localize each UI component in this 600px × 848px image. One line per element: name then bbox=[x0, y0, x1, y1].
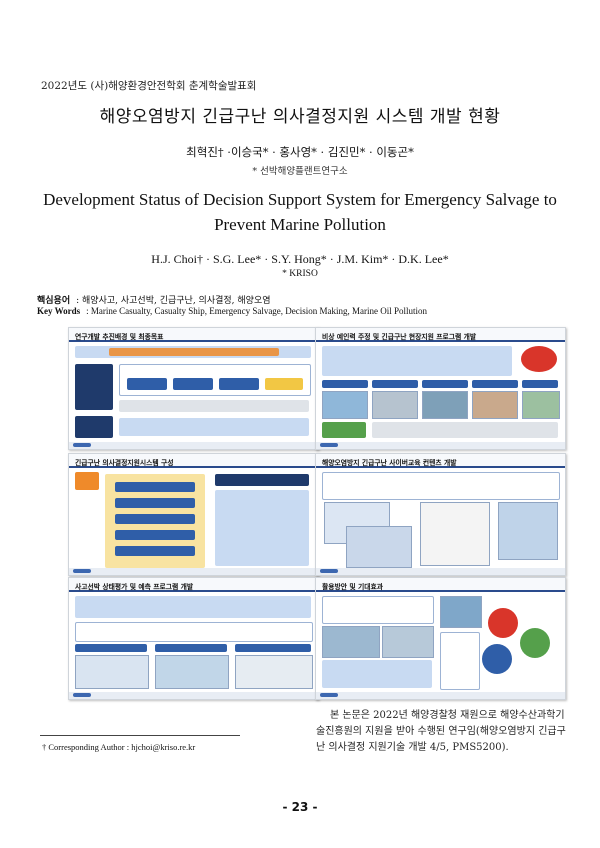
kriso-logo bbox=[73, 443, 91, 447]
acknowledgement: 본 논문은 2022년 해양경찰청 재원으로 해양수산과학기술진흥원의 지원을 … bbox=[316, 710, 566, 753]
slide-title: 활용방안 및 기대효과 bbox=[316, 578, 565, 592]
slide-footer bbox=[316, 692, 565, 699]
keywords-english-label: Key Words bbox=[37, 306, 81, 316]
slide-title: 사고선박 상태평가 및 예측 프로그램 개발 bbox=[69, 578, 318, 592]
kriso-logo bbox=[73, 569, 91, 573]
alert-icon bbox=[75, 472, 99, 490]
workflow-step-3 bbox=[115, 514, 195, 524]
slide-footer bbox=[69, 442, 318, 449]
module-3 bbox=[219, 378, 259, 390]
support-bar bbox=[119, 400, 309, 412]
title-korean: 해양오염방지 긴급구난 의사결정지원 시스템 개발 현황 bbox=[99, 107, 501, 127]
slide-title: 해양오염방지 긴급구난 사이버교육 컨텐츠 개발 bbox=[316, 454, 565, 468]
affiliation-korean: * 선박해양플랜트연구소 bbox=[252, 166, 348, 177]
tab-3 bbox=[422, 380, 468, 388]
slide-footer bbox=[316, 442, 565, 449]
slide-cyber-education: 해양오염방지 긴급구난 사이버교육 컨텐츠 개발 bbox=[315, 453, 566, 576]
slide-footer bbox=[316, 568, 565, 575]
effect-circle-1 bbox=[488, 608, 518, 638]
content-summary bbox=[322, 472, 560, 500]
db-panel bbox=[215, 490, 309, 566]
output-row bbox=[372, 422, 558, 438]
image-5 bbox=[522, 391, 560, 419]
corresponding-author-footnote: † Corresponding Author : hjchoi@kriso.re… bbox=[42, 742, 196, 752]
tab-2 bbox=[372, 380, 418, 388]
slide-status-prediction: 사고선박 상태평가 및 예측 프로그램 개발 bbox=[68, 577, 319, 700]
application-text bbox=[322, 596, 434, 624]
keywords-korean: 핵심용어 : 해양사고, 사고선박, 긴급구난, 의사결정, 해양오염 bbox=[37, 293, 271, 306]
alert-badge bbox=[521, 346, 557, 372]
image-1 bbox=[322, 391, 368, 419]
page-number: - 23 - bbox=[282, 800, 318, 814]
effect-circle-2 bbox=[520, 628, 550, 658]
kriso-logo bbox=[73, 693, 91, 697]
workflow-step-4 bbox=[115, 530, 195, 540]
effect-list bbox=[322, 660, 432, 688]
footnote-divider bbox=[40, 735, 240, 736]
document-page bbox=[420, 502, 490, 566]
goal-highlight bbox=[109, 348, 279, 356]
model-image-1 bbox=[75, 655, 149, 689]
kriso-logo bbox=[320, 569, 338, 573]
keywords-english: Key Words : Marine Casualty, Casualty Shi… bbox=[37, 306, 427, 316]
slide-footer bbox=[69, 692, 318, 699]
column-header-2 bbox=[155, 644, 227, 652]
conference-header: 2022년도 (사)해양환경안전학회 춘계학술발표회 bbox=[41, 80, 257, 92]
authors-korean: 최혁진† ·이승국* · 홍사영* · 김진민* · 이동곤* bbox=[186, 145, 414, 159]
tab-4 bbox=[472, 380, 518, 388]
goal-box bbox=[75, 622, 313, 642]
slide-footer bbox=[69, 568, 318, 575]
image-4 bbox=[472, 391, 518, 419]
model-image-2 bbox=[155, 655, 229, 689]
workflow-step-5 bbox=[115, 546, 195, 556]
slide-towing-program: 비상 예인력 주정 및 긴급구난 현장지원 프로그램 개발 bbox=[315, 327, 566, 450]
slide-title: 긴급구난 의사결정지원시스템 구성 bbox=[69, 454, 318, 468]
ship-photo-1 bbox=[322, 626, 380, 658]
tab-1 bbox=[322, 380, 368, 388]
vessel-image bbox=[440, 596, 482, 628]
slide-system-structure: 긴급구난 의사결정지원시스템 구성 bbox=[68, 453, 319, 576]
keywords-korean-label: 핵심용어 bbox=[37, 296, 71, 306]
db-header bbox=[215, 474, 309, 486]
kriso-logo bbox=[320, 693, 338, 697]
module-1 bbox=[127, 378, 167, 390]
image-2 bbox=[372, 391, 418, 419]
title-english: Development Status of Decision Support S… bbox=[43, 190, 557, 234]
effect-bar bbox=[119, 418, 309, 436]
model-image-3 bbox=[235, 655, 313, 689]
module-4 bbox=[265, 378, 303, 390]
keywords-english-text: : Marine Casualty, Casualty Ship, Emerge… bbox=[86, 306, 428, 316]
tab-5 bbox=[522, 380, 558, 388]
output-1 bbox=[322, 422, 366, 438]
slide-title: 비상 예인력 주정 및 긴급구난 현장지원 프로그램 개발 bbox=[316, 328, 565, 342]
screenshot-2 bbox=[346, 526, 412, 568]
tech-block bbox=[75, 364, 113, 410]
keywords-korean-text: : 해양사고, 사고선박, 긴급구난, 의사결정, 해양오염 bbox=[76, 296, 271, 306]
benefit-box bbox=[440, 632, 480, 690]
slide-research-background: 연구개발 추진배경 및 최종목표 bbox=[68, 327, 319, 450]
workflow-step-1 bbox=[115, 482, 195, 492]
overview-box bbox=[322, 346, 512, 376]
module-2 bbox=[173, 378, 213, 390]
training-screen bbox=[498, 502, 558, 560]
overview-box bbox=[75, 596, 311, 618]
ship-photo-2 bbox=[382, 626, 434, 658]
column-header-1 bbox=[75, 644, 147, 652]
column-header-3 bbox=[235, 644, 311, 652]
workflow-step-2 bbox=[115, 498, 195, 508]
effect-block bbox=[75, 416, 113, 438]
slide-title: 연구개발 추진배경 및 최종목표 bbox=[69, 328, 318, 342]
effect-circle-3 bbox=[482, 644, 512, 674]
slide-expected-effects: 활용방안 및 기대효과 bbox=[315, 577, 566, 700]
authors-english: H.J. Choi† · S.G. Lee* · S.Y. Hong* · J.… bbox=[151, 252, 449, 266]
image-3 bbox=[422, 391, 468, 419]
affiliation-english: * KRISO bbox=[282, 269, 318, 279]
kriso-logo bbox=[320, 443, 338, 447]
